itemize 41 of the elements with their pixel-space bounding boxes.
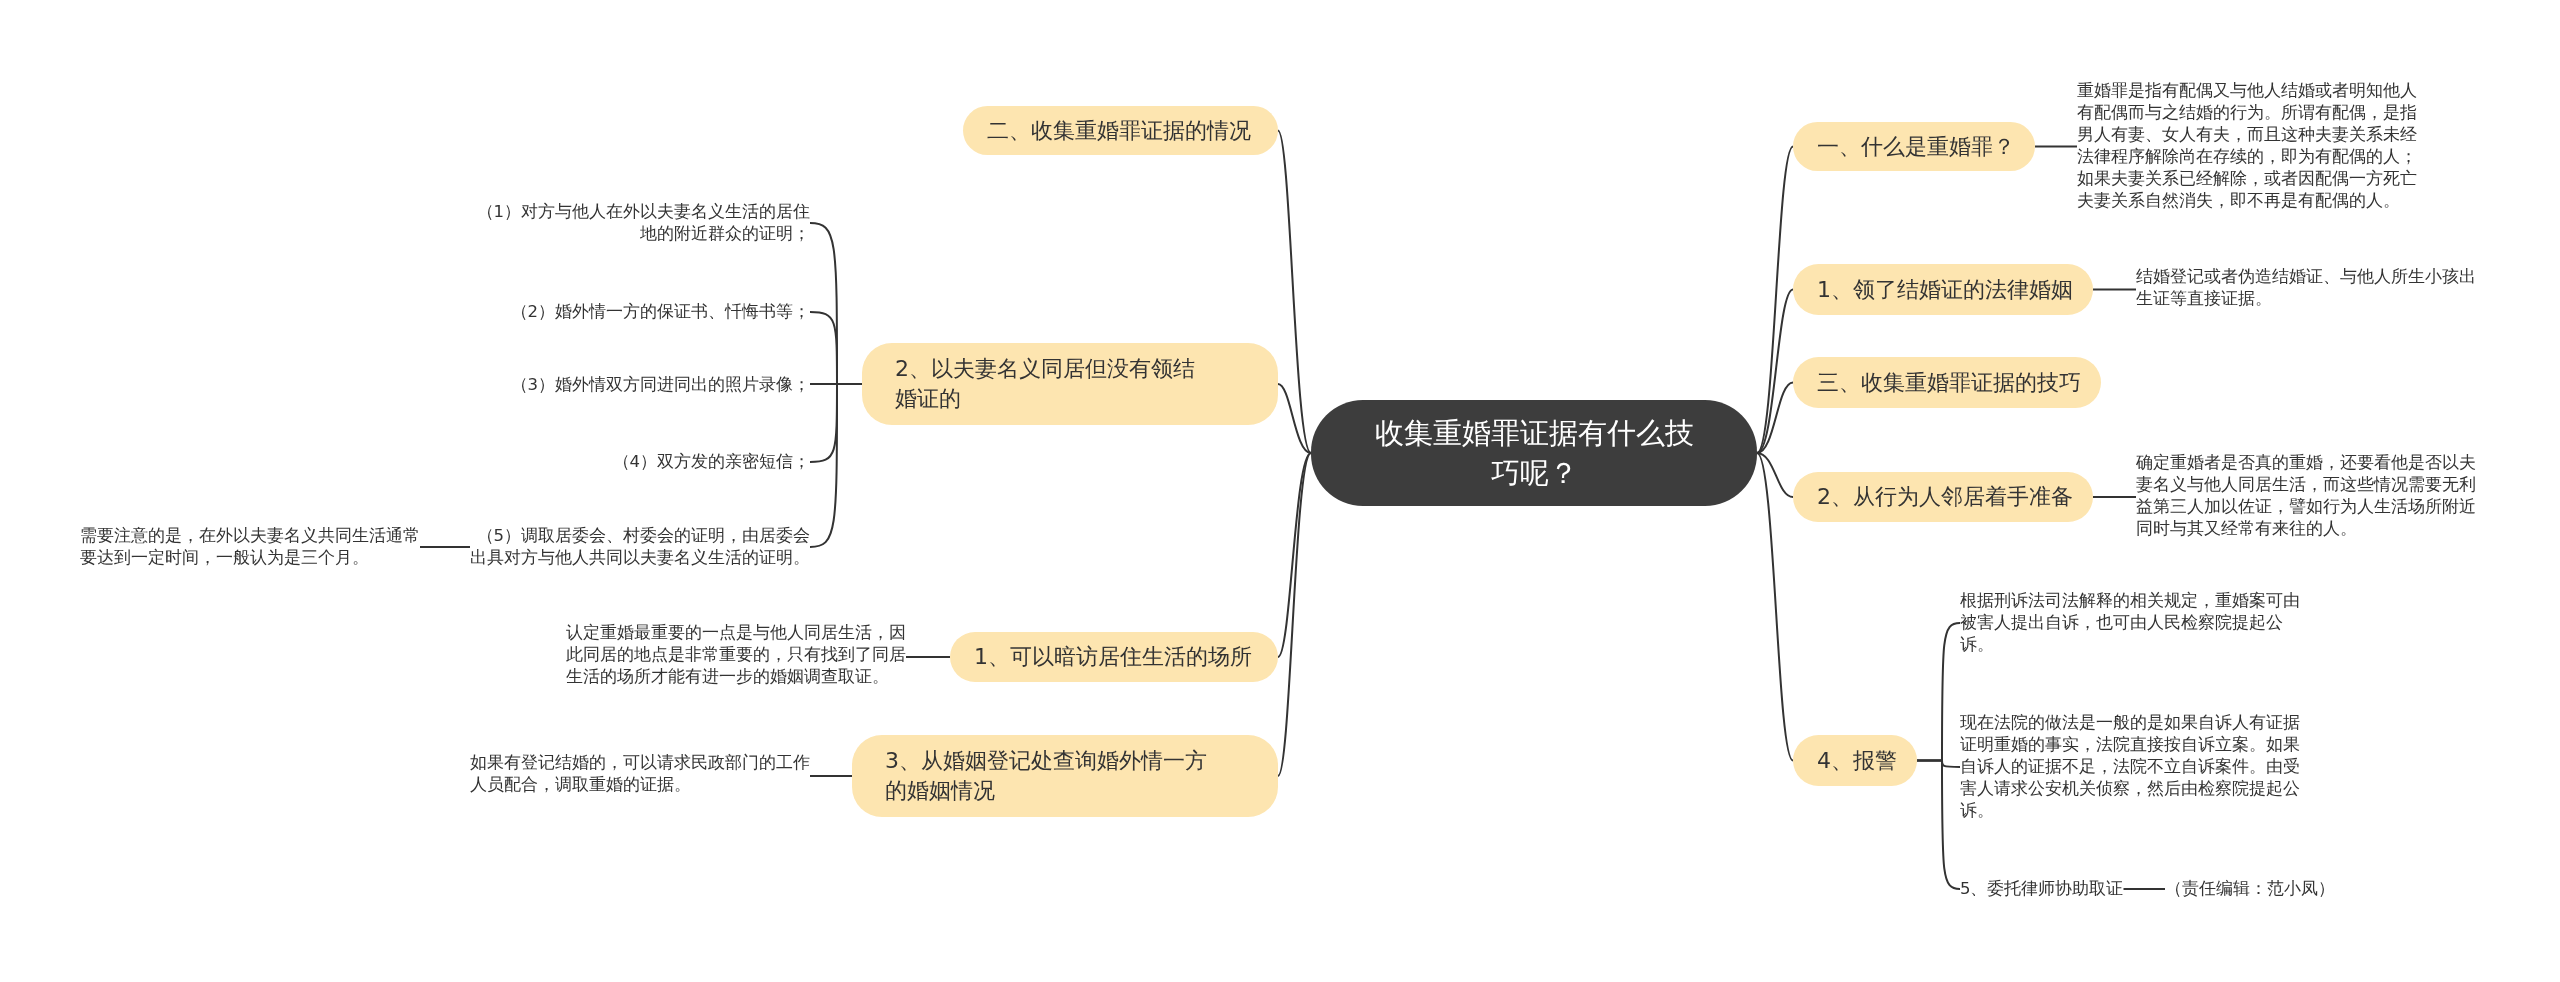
- connector-line: [2122, 888, 2166, 890]
- connector-line: [905, 656, 951, 658]
- note-text: 如果有登记结婚的，可以请求民政部门的工作人员配合，调取重婚的证据。: [470, 752, 810, 796]
- connector-line: [1277, 129, 1312, 454]
- central-topic: 收集重婚罪证据有什么技巧呢？: [1311, 400, 1757, 506]
- note-text: 需要注意的是，在外以夫妻名义共同生活通常要达到一定时间，一般认为是三个月。: [80, 525, 420, 569]
- connector-line: [1277, 383, 1312, 454]
- connector-line: [809, 775, 853, 777]
- connector-line: [1756, 452, 1794, 498]
- topic-pill: 一、什么是重婚罪？: [1793, 122, 2035, 171]
- note-text: 现在法院的做法是一般的是如果自诉人有证据证明重婚的事实，法院直接按自诉立案。如果自诉人的证据不足，法院不立自诉案件。由受害人请求公安机关侦察，然后由检察院提起公诉。: [1960, 712, 2300, 822]
- topic-pill: 2、从行为人邻居着手准备: [1793, 472, 2093, 522]
- note-text: 认定重婚最重要的一点是与他人同居生活，因此同居的地点是非常重要的，只有找到了同居生活的场所才能有进一步的婚姻调查取证。: [566, 622, 906, 688]
- connector-line: [1277, 452, 1312, 777]
- connector-line: [2092, 288, 2137, 291]
- note-text: 5、委托律师协助取证: [1960, 878, 2124, 900]
- note-text: （责任编辑：范小凤）: [2165, 878, 2335, 900]
- topic-pill: 3、从婚姻登记处查询婚外情一方的婚姻情况: [852, 735, 1278, 817]
- topic-pill: 4、报警: [1793, 735, 1917, 786]
- topic-pill: 1、领了结婚证的法律婚姻: [1793, 264, 2093, 315]
- note-text: 根据刑诉法司法解释的相关规定，重婚案可由被害人提出自诉，也可由人民检察院提起公诉。: [1960, 590, 2300, 656]
- connector-line: [2034, 145, 2078, 148]
- topic-pill: 二、收集重婚罪证据的情况: [963, 106, 1278, 155]
- note-text: （2）婚外情一方的保证书、忏悔书等；: [470, 301, 810, 323]
- connector-line: [2092, 496, 2137, 498]
- note-text: 结婚登记或者伪造结婚证、与他人所生小孩出生证等直接证据。: [2136, 266, 2476, 310]
- note-text: （3）婚外情双方同进同出的照片录像；: [470, 374, 810, 396]
- note-text: （5）调取居委会、村委会的证明，由居委会出具对方与他人共同以夫妻名义生活的证明。: [470, 525, 810, 569]
- note-text: 确定重婚者是否真的重婚，还要看他是否以夫妻名义与他人同居生活，而这些情况需要无利益第三人加以佐证，譬如行为人生活场所附近同时与其又经常有来往的人。: [2136, 452, 2476, 540]
- topic-pill: 三、收集重婚罪证据的技巧: [1793, 357, 2101, 408]
- note-text: 重婚罪是指有配偶又与他人结婚或者明知他人有配偶而与之结婚的行为。所谓有配偶，是指男人有妻、女人有夫，而且这种夫妻关系未经法律程序解除尚在存续的，即为有配偶的人；如果夫妻关系已经解除，或者因配偶一方死亡夫妻关系自然消失，即不再是有配偶的人。: [2077, 80, 2417, 212]
- note-text: （1）对方与他人在外以夫妻名义生活的居住地的附近群众的证明；: [470, 201, 810, 245]
- connector-line: [419, 546, 471, 548]
- connector-line: [809, 383, 863, 548]
- topic-pill: 1、可以暗访居住生活的场所: [950, 632, 1278, 682]
- connector-line: [1277, 452, 1312, 658]
- connector-line: [1756, 452, 1794, 762]
- note-text: （4）双方发的亲密短信；: [470, 451, 810, 473]
- topic-pill: 2、以夫妻名义同居但没有领结婚证的: [862, 343, 1278, 425]
- connector-line: [1916, 759, 1961, 890]
- connector-line: [1756, 381, 1794, 454]
